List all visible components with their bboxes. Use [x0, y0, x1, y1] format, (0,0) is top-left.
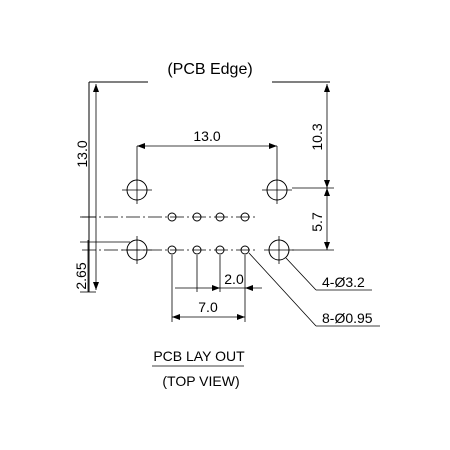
pin-hole: [215, 212, 225, 222]
bottom-offset-dimension: 2.65: [73, 240, 130, 292]
bottom-offset-label: 2.65: [73, 262, 89, 289]
mount-hole-top-right: [262, 176, 292, 204]
pin-hole: [167, 212, 177, 222]
title-block: PCB LAY OUT (TOP VIEW): [152, 348, 245, 389]
mount-to-pins-label: 5.7: [309, 212, 325, 232]
mount-hole-callout: 4-Ø3.2: [285, 257, 372, 291]
pin-hole: [192, 212, 202, 222]
pin-hole: [240, 245, 250, 255]
pin-pitch-label: 2.0: [224, 271, 244, 287]
layout-title: PCB LAY OUT: [153, 348, 245, 364]
mount-hole-top-left: [122, 176, 152, 204]
pin-hole: [192, 245, 202, 255]
pcb-edge-label: (PCB Edge): [167, 61, 252, 78]
right-dimensions: 10.3 5.7: [292, 84, 334, 251]
mount-spacing-label: 13.0: [193, 128, 220, 144]
pin-hole-callout: 8-Ø0.95: [248, 252, 380, 327]
pin-hole: [167, 245, 177, 255]
mount-holes: [122, 176, 294, 264]
mount-spacing-dimension: 13.0: [136, 128, 278, 176]
pcb-edge: (PCB Edge): [88, 61, 330, 292]
pin-holes: [82, 212, 258, 322]
layout-subtitle: (TOP VIEW): [162, 373, 239, 389]
mount-hole-callout-label: 4-Ø3.2: [322, 274, 365, 290]
pin-hole-callout-label: 8-Ø0.95: [322, 310, 373, 326]
pin-span-dimension: 7.0: [172, 299, 245, 320]
left-height-dimension: 13.0: [74, 84, 99, 293]
pin-hole: [215, 245, 225, 255]
edge-to-mount-label: 10.3: [309, 123, 325, 150]
mount-hole-bottom-right: [264, 236, 294, 264]
left-height-label: 13.0: [74, 140, 90, 167]
pin-pitch-dimension: 2.0: [175, 271, 262, 291]
pin-span-label: 7.0: [198, 299, 218, 315]
pin-hole: [240, 212, 250, 222]
